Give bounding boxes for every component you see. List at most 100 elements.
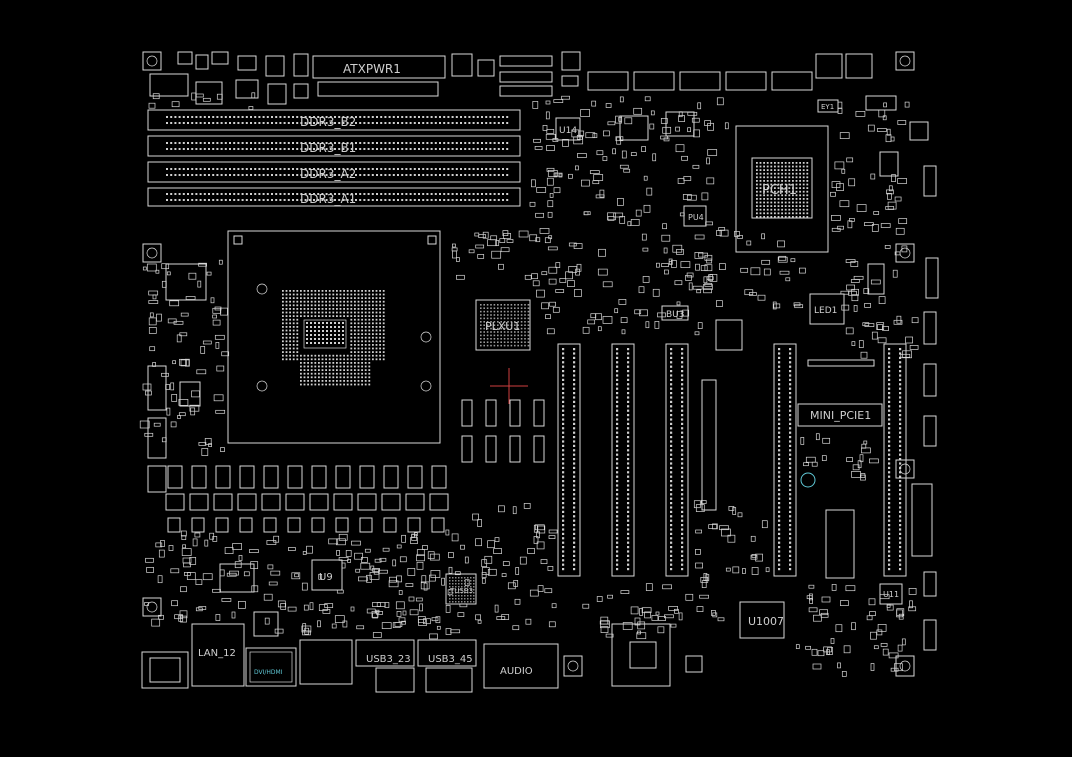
pcie-pin bbox=[627, 365, 630, 368]
pcie-pin bbox=[627, 506, 630, 509]
pcie-pin bbox=[899, 488, 902, 491]
dimm-pin bbox=[413, 142, 416, 144]
cpu-pad bbox=[326, 322, 328, 324]
pcie-pin bbox=[778, 528, 781, 531]
passive bbox=[591, 100, 597, 107]
cpu-pad bbox=[357, 358, 360, 361]
dimm-pin bbox=[237, 148, 240, 150]
pch-ball bbox=[759, 190, 762, 193]
dimm-pin bbox=[409, 122, 412, 124]
dimm-pin bbox=[376, 174, 378, 176]
cpu-pad bbox=[314, 315, 317, 317]
pch-ball bbox=[777, 201, 780, 204]
cpu-pad bbox=[343, 293, 345, 296]
cpu-pad bbox=[372, 308, 374, 310]
cpu-pad bbox=[361, 308, 363, 310]
passive bbox=[153, 422, 161, 427]
dimm-pin bbox=[304, 174, 307, 176]
dimm-pin bbox=[455, 199, 458, 201]
passive bbox=[396, 611, 402, 617]
passive bbox=[548, 278, 557, 285]
dimm-pin bbox=[245, 122, 248, 124]
pch-ball bbox=[756, 216, 758, 218]
plx-ball bbox=[490, 341, 492, 343]
cpu-pad bbox=[364, 380, 367, 382]
pch-ball bbox=[802, 183, 805, 186]
passive bbox=[212, 588, 221, 593]
pcie-pin bbox=[778, 475, 781, 478]
tusb-ball bbox=[458, 595, 460, 597]
cpu-pad bbox=[332, 380, 335, 382]
pcie-pin bbox=[789, 422, 792, 425]
pcie-pin bbox=[888, 484, 891, 487]
dimm-pin bbox=[455, 142, 458, 144]
dimm-pin bbox=[434, 199, 437, 201]
dimm-pin bbox=[439, 116, 441, 118]
dimm-pin bbox=[233, 168, 236, 170]
vrm-cap bbox=[215, 517, 229, 533]
pcie-pin bbox=[573, 392, 576, 395]
dimm-pin bbox=[397, 142, 399, 144]
cpu-pad bbox=[282, 297, 284, 299]
dimm-pin bbox=[296, 122, 299, 124]
tusb-ball bbox=[461, 601, 463, 603]
pch-ball bbox=[795, 180, 798, 182]
pcie-pin bbox=[888, 414, 891, 417]
vrm-cap bbox=[335, 517, 349, 533]
pch-ball bbox=[781, 198, 783, 200]
cpu-pad bbox=[300, 290, 302, 292]
passive bbox=[210, 297, 215, 304]
pcie-pin bbox=[778, 484, 781, 487]
pcie-pin bbox=[616, 475, 619, 478]
pcie-pin bbox=[670, 370, 673, 373]
pch-ball bbox=[802, 190, 805, 193]
cpu-pad bbox=[343, 304, 345, 307]
passive bbox=[555, 289, 565, 293]
passive bbox=[389, 576, 397, 583]
cpu-pad bbox=[314, 383, 317, 386]
dimm-pin bbox=[426, 148, 429, 150]
cpu-pad bbox=[300, 362, 302, 364]
pch-ball bbox=[806, 201, 809, 204]
dimm-pin bbox=[208, 174, 210, 176]
cpu-pad bbox=[346, 354, 349, 357]
pcie-pin bbox=[681, 436, 684, 439]
cpu-pad bbox=[332, 383, 335, 386]
passive bbox=[703, 288, 712, 294]
plx-ball bbox=[527, 307, 530, 309]
passive bbox=[171, 394, 178, 402]
pcie-pin bbox=[670, 550, 673, 553]
pcie-pin bbox=[616, 449, 619, 452]
passive bbox=[695, 504, 705, 512]
passive bbox=[652, 288, 660, 297]
pch-ball bbox=[806, 165, 809, 168]
pcie-pin bbox=[789, 502, 792, 505]
passive bbox=[811, 461, 818, 467]
cpu-pad bbox=[350, 369, 353, 371]
cpu-pad bbox=[379, 311, 381, 314]
cpu-pad bbox=[300, 315, 302, 317]
vrm-choke bbox=[165, 493, 185, 511]
passive bbox=[719, 263, 726, 270]
passive bbox=[897, 644, 903, 652]
plx-ball bbox=[486, 310, 489, 313]
dimm-pin bbox=[329, 148, 332, 150]
pch-ball bbox=[792, 169, 794, 171]
passive bbox=[643, 175, 648, 181]
pch-ball bbox=[766, 201, 769, 204]
passive bbox=[757, 294, 766, 301]
cpu-pad bbox=[318, 322, 320, 324]
pcie-pin bbox=[681, 515, 684, 518]
cpu-pad bbox=[282, 354, 284, 357]
passive bbox=[701, 580, 707, 588]
passive bbox=[695, 263, 700, 271]
dimm-pin bbox=[258, 193, 261, 195]
pcie-pin bbox=[789, 515, 792, 518]
dimm-pin bbox=[476, 174, 479, 176]
cpu-pad bbox=[379, 347, 381, 350]
dimm-pin bbox=[388, 168, 391, 170]
passive bbox=[840, 290, 850, 295]
cpu-pad bbox=[354, 340, 356, 343]
dimm-pin bbox=[388, 122, 391, 124]
passive bbox=[456, 257, 460, 262]
